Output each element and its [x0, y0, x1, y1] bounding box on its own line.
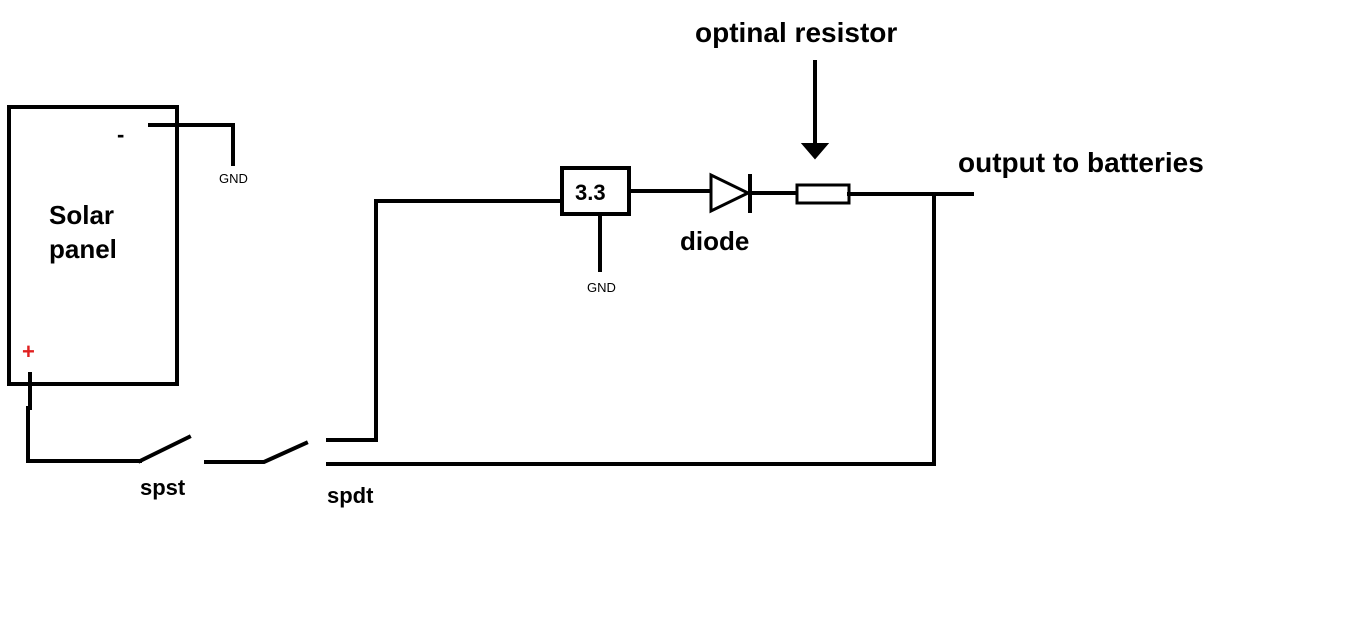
spst-switch-blade: [137, 434, 192, 464]
diode-symbol: [709, 172, 752, 214]
spst-label: spst: [140, 475, 186, 500]
spdt-lower-throw-wire: [326, 192, 936, 466]
positive-lead-wire: [26, 372, 142, 463]
spdt-label: spdt: [327, 483, 374, 508]
negative-terminal-label: -: [117, 122, 124, 147]
gnd-label-regulator: GND: [587, 280, 616, 295]
solar-panel-label-line2: panel: [49, 234, 117, 264]
spdt-upper-throw-wire: [326, 199, 564, 442]
resistor-callout-label: optinal resistor: [695, 17, 897, 48]
spst-to-spdt-wire: [204, 440, 309, 464]
voltage-regulator-label: 3.3: [575, 180, 606, 205]
positive-terminal-label: +: [22, 339, 35, 364]
diode-label: diode: [680, 226, 749, 256]
output-label: output to batteries: [958, 147, 1204, 178]
gnd-label-panel: GND: [219, 171, 248, 186]
negative-ground-wire: [148, 123, 235, 166]
resistor-symbol: [795, 183, 851, 205]
solar-panel-label-line1: Solar: [49, 200, 114, 230]
solar-panel-box: [7, 105, 179, 386]
resistor-callout-arrow-head: [800, 143, 830, 160]
